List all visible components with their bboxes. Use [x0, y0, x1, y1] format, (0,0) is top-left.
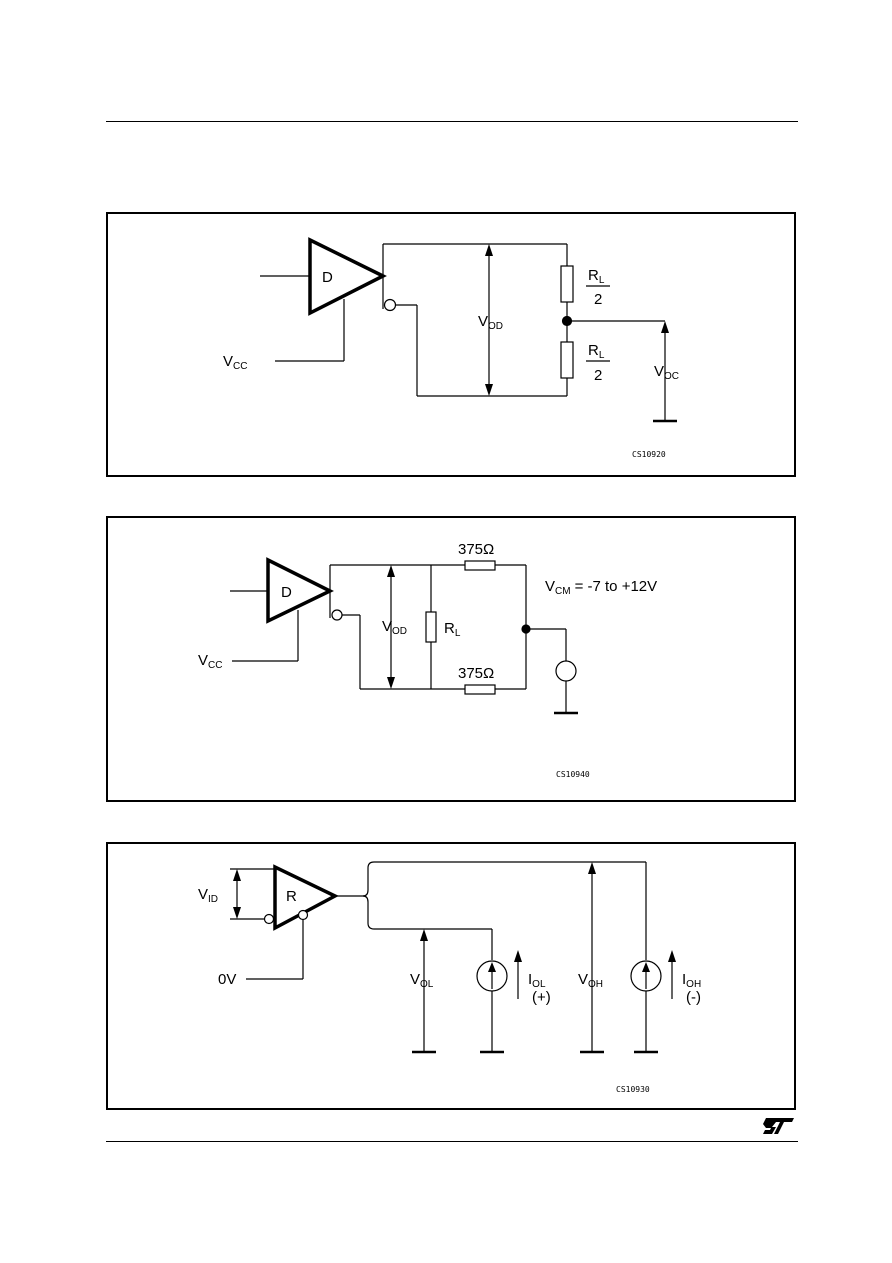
- vcm-value: = -7 to +12V: [575, 578, 658, 595]
- vid-label: V: [198, 886, 208, 903]
- svg-text:VOH: VOH: [578, 971, 603, 990]
- circuit-driver-vod-voc: D VCC RL 2 RL 2 VOD VOC CS10920: [223, 237, 679, 459]
- svg-text:VOC: VOC: [654, 363, 679, 382]
- inverting-input-bubble: [263, 913, 275, 925]
- resistor-375-bottom: [464, 684, 496, 695]
- footer-rule: [106, 1141, 798, 1142]
- resistor-rl-half-bottom: [560, 341, 574, 379]
- receiver-label: R: [286, 888, 297, 905]
- vcc-label: V: [198, 652, 208, 669]
- ioh-label: I: [682, 971, 686, 988]
- svg-text:VCC: VCC: [198, 652, 222, 671]
- st-logo-icon: [763, 1118, 794, 1134]
- inverting-output-bubble: [331, 609, 343, 621]
- resistor-rl-half-top: [560, 265, 574, 303]
- iol-sign: (+): [532, 989, 551, 1006]
- figure-code: CS10930: [616, 1085, 650, 1094]
- output-brace: [362, 861, 375, 930]
- enable-bubble: [297, 909, 309, 921]
- svg-text:RL: RL: [444, 620, 461, 639]
- ioh-sign: (-): [686, 989, 701, 1006]
- header-rule: [106, 121, 798, 122]
- driver-triangle: [308, 237, 387, 316]
- rl-top-label: R: [588, 267, 599, 284]
- driver-label: D: [281, 584, 292, 601]
- iol-label: I: [528, 971, 532, 988]
- svg-text:VOL: VOL: [410, 971, 434, 990]
- svg-text:RL: RL: [588, 342, 605, 361]
- svg-text:RL: RL: [588, 267, 605, 286]
- figure-driver-common-mode: D VCC VOD RL 375Ω 375Ω VCM= -7 to +12V C…: [106, 516, 796, 802]
- svg-text:VCC: VCC: [223, 353, 247, 372]
- vod-label: V: [478, 313, 488, 330]
- vcc-label: V: [223, 353, 233, 370]
- figure-code: CS10920: [632, 450, 666, 459]
- svg-text:VCM= -7 to +12V: VCM= -7 to +12V: [545, 578, 657, 597]
- circuit-driver-common-mode: D VCC VOD RL 375Ω 375Ω VCM= -7 to +12V C…: [198, 541, 657, 779]
- resistor-375-top: [464, 560, 496, 571]
- voh-label: V: [578, 971, 588, 988]
- r-bottom-label: 375Ω: [458, 665, 494, 682]
- figure-driver-vod-voc: D VCC RL 2 RL 2 VOD VOC CS10920: [106, 212, 796, 477]
- driver-label: D: [322, 269, 333, 286]
- circuit-receiver-output: R VID 0V VOL IOL (+) VOH: [198, 861, 701, 1094]
- svg-text:VOD: VOD: [382, 618, 407, 637]
- zero-v-label: 0V: [218, 971, 236, 988]
- common-mode-source: [555, 660, 577, 682]
- svg-text:IOH: IOH: [682, 971, 701, 990]
- svg-text:VID: VID: [198, 886, 218, 905]
- svg-text:VOD: VOD: [478, 313, 503, 332]
- voc-label: V: [654, 363, 664, 380]
- r-top-label: 375Ω: [458, 541, 494, 558]
- figure-receiver-output: R VID 0V VOL IOL (+) VOH: [106, 842, 796, 1110]
- rl-bottom-divisor: 2: [594, 367, 602, 384]
- rl-bottom-label: R: [588, 342, 599, 359]
- rl-top-divisor: 2: [594, 291, 602, 308]
- vol-label: V: [410, 971, 420, 988]
- driver-triangle: [266, 557, 334, 624]
- vcm-label: V: [545, 578, 555, 595]
- vod-label: V: [382, 618, 392, 635]
- figure-code: CS10940: [556, 770, 590, 779]
- inverting-output-bubble: [383, 298, 397, 312]
- resistor-rl: [425, 611, 437, 643]
- svg-text:IOL: IOL: [528, 971, 546, 990]
- rl-label: R: [444, 620, 455, 637]
